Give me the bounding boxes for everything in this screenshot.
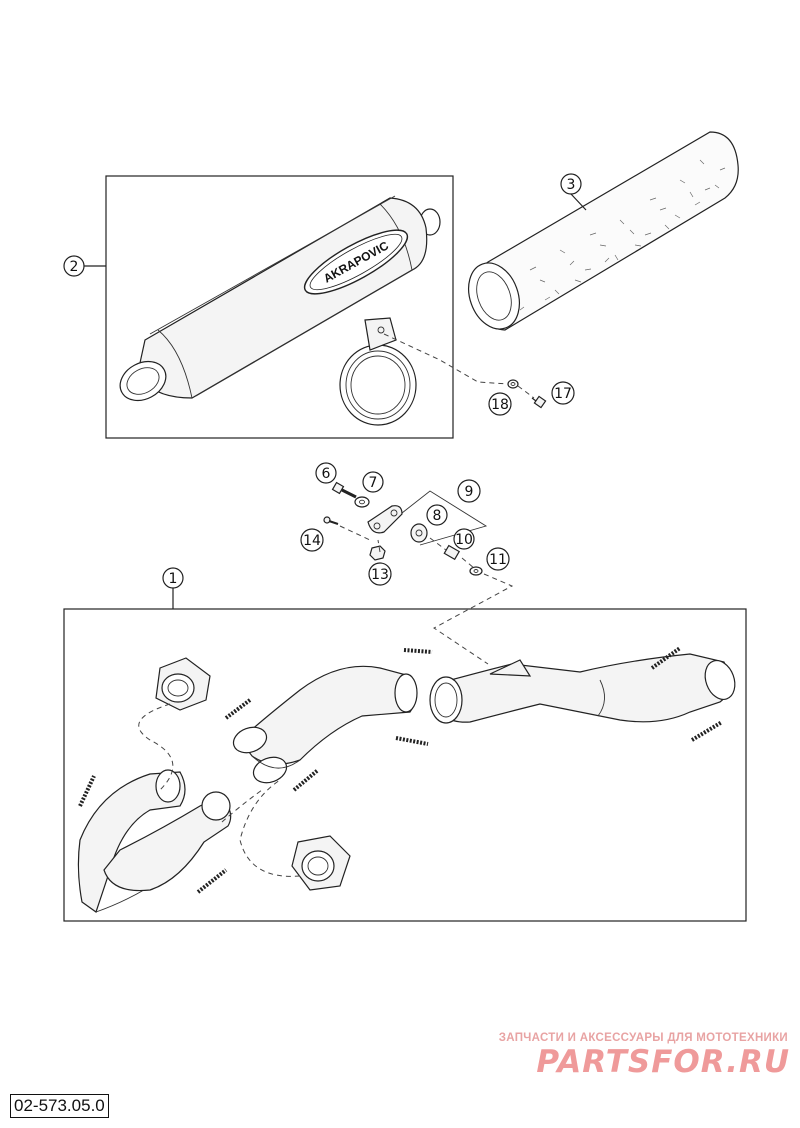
svg-text:13: 13: [371, 567, 389, 583]
hardware-leader: [433, 573, 514, 665]
callout-11: 11: [486, 547, 510, 571]
mounting-bracket: [367, 505, 403, 534]
mid-pipe: [429, 653, 736, 724]
callout-7: 7: [362, 471, 384, 493]
callout-9: 10: [453, 528, 475, 550]
muffler-clamp: [339, 317, 417, 426]
svg-text:6: 6: [322, 466, 331, 482]
header-tube-1: [77, 769, 187, 913]
group-bracket-10: [401, 490, 488, 546]
callout-2: 2: [63, 255, 106, 277]
callout-14: 13: [368, 562, 392, 586]
svg-text:9: 9: [465, 484, 474, 500]
callout-1: 1: [162, 567, 184, 609]
watermark-logo: PARTSFOR.RU: [536, 1044, 790, 1080]
svg-text:14: 14: [303, 533, 321, 549]
nut: [369, 545, 386, 561]
spacer-sleeve: [443, 544, 461, 561]
svg-text:7: 7: [369, 475, 378, 491]
header-tube-2: [103, 791, 232, 892]
header-frame: [63, 608, 747, 922]
svg-text:17: 17: [554, 386, 572, 402]
svg-text:2: 2: [70, 259, 79, 275]
svg-text:8: 8: [433, 508, 442, 524]
svg-text:1: 1: [169, 571, 178, 587]
exhaust-flange-2: [291, 835, 351, 891]
mounting-washer: [354, 496, 370, 508]
rubber-bushing: [410, 523, 428, 543]
small-screw: [323, 516, 339, 525]
exhaust-flange-1: [155, 657, 211, 711]
callout-18: 18: [488, 392, 512, 416]
silencer-packing: [468, 131, 739, 331]
mounting-washer-2: [469, 566, 483, 576]
muffler-frame: [105, 175, 454, 439]
collector-pipe: [232, 665, 418, 784]
watermark-tagline: ЗАПЧАСТИ И АКСЕССУАРЫ ДЛЯ МОТОТЕХНИКИ: [498, 1032, 788, 1044]
callout-3: 3: [560, 173, 587, 211]
muffler-silencer: AKRAPOVIC: [119, 195, 441, 402]
muffler-clamp-washer: [507, 379, 519, 389]
document-number: 02-573.05.0: [10, 1094, 109, 1118]
callout-13: 14: [300, 528, 324, 552]
callout-17: 17: [551, 381, 575, 405]
svg-text:11: 11: [489, 552, 507, 568]
svg-text:3: 3: [567, 177, 576, 193]
mounting-screw: [331, 481, 357, 499]
clamp-screw-leader: [383, 333, 509, 385]
callout-8: 8: [426, 504, 448, 526]
svg-text:18: 18: [491, 397, 509, 413]
exhaust-springs: [78, 646, 724, 894]
callout-6: 6: [315, 462, 337, 484]
svg-text:10: 10: [455, 532, 473, 548]
callout-10: 9: [457, 479, 481, 503]
muffler-clamp-screw: [531, 395, 547, 409]
